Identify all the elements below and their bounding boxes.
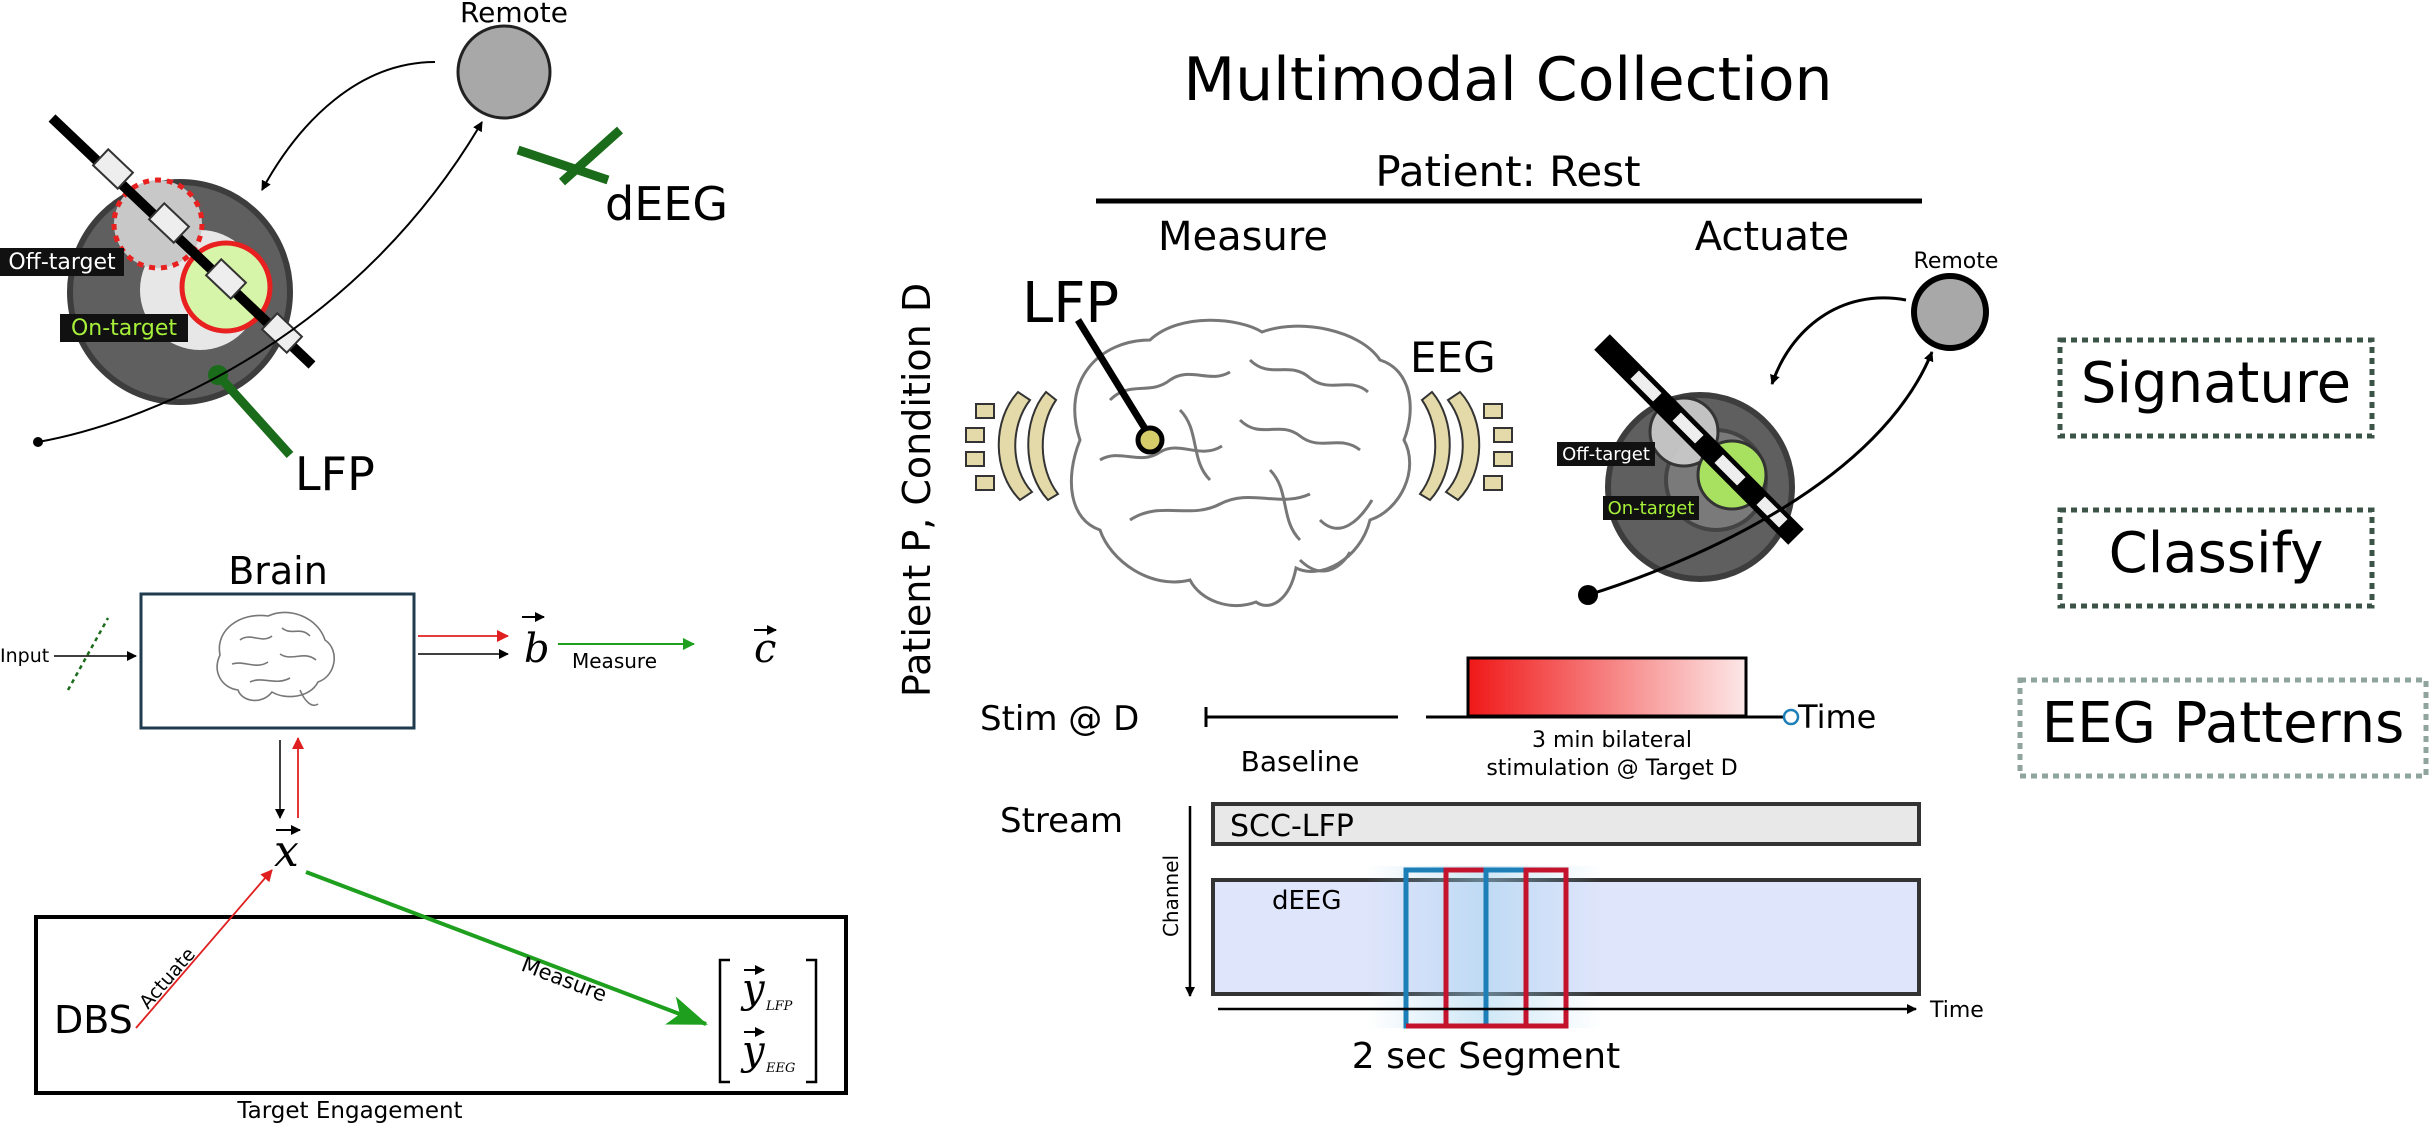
- mm-on-target-label: On-target: [1608, 498, 1695, 519]
- y-eeg-symbol: y: [740, 1028, 766, 1074]
- lead-contact: [204, 257, 248, 301]
- deeg-label: dEEG: [605, 177, 728, 231]
- side-label: Patient P, Condition D: [895, 283, 939, 697]
- mm-return-origin: [1578, 585, 1598, 605]
- matrix-bracket-right: [806, 958, 818, 1084]
- scc-lfp-label: SCC-LFP: [1230, 809, 1354, 844]
- classify-label: Classify: [2109, 521, 2324, 586]
- deeg-stream-label: dEEG: [1272, 886, 1342, 916]
- deeg-sensor-bar: [516, 145, 610, 185]
- eeg-label-mm: EEG: [1410, 333, 1496, 382]
- time-label: Time: [1797, 698, 1876, 736]
- lead-contact: [260, 311, 304, 355]
- dbs-target-panel: Off-target On-target LFP Remote dEEG: [0, 0, 728, 501]
- actuate-contact: [1756, 496, 1788, 528]
- on-target-label: On-target: [71, 316, 177, 341]
- brain-box: [139, 592, 416, 730]
- patient-label: Patient: Rest: [1375, 147, 1640, 196]
- y-vector-matrix: y LFP y EEG: [718, 958, 818, 1084]
- input-label: Input: [0, 645, 49, 667]
- lfp-probe-tip: [1135, 425, 1165, 455]
- eeg-patterns-box: [2017, 677, 2429, 779]
- lfp-probe: [1075, 318, 1155, 442]
- eeg-sensor-left: [965, 390, 1060, 502]
- lead-contact: [91, 147, 135, 191]
- dbs-to-x-arrow: [135, 869, 273, 1029]
- lfp-label-mm: LFP: [1022, 271, 1119, 336]
- actuate-contact: [1672, 412, 1704, 444]
- multimodal-collection-panel: Multimodal Collection Patient: Rest Meas…: [895, 45, 1998, 1077]
- actuate-contact: [1630, 370, 1662, 402]
- matrix-bracket-left: [718, 958, 730, 1084]
- classify-box: [2057, 507, 2375, 609]
- signature-label: Signature: [2081, 351, 2351, 416]
- time-axis-end: [1782, 708, 1800, 726]
- mm-off-target-tag: [1557, 442, 1655, 466]
- target-engagement-box: [34, 915, 848, 1095]
- stim-pulse-block: [1466, 656, 1748, 718]
- mm-remote-arrow: [1770, 296, 1907, 385]
- c-vector: c: [754, 626, 776, 672]
- y-eeg-subscript: EEG: [765, 1061, 795, 1076]
- brain-sketch-large: [1069, 318, 1412, 607]
- stim-desc-line2: stimulation @ Target D: [1486, 756, 1737, 781]
- lfp-wire: [214, 371, 294, 459]
- mm-on-target-tag: [1603, 496, 1699, 520]
- lfp-label: LFP: [295, 447, 375, 501]
- actuate-target: Off-target On-target Remote: [1557, 249, 1998, 605]
- segment-label: 2 sec Segment: [1352, 1036, 1621, 1077]
- deeg-sensor-stem: [558, 126, 624, 186]
- dbs-label: DBS: [54, 998, 133, 1042]
- stim-label: Stim @ D: [980, 699, 1139, 739]
- output-boxes: Signature Classify EEG Patterns: [2017, 337, 2429, 779]
- brain-sketch-small: [216, 611, 335, 706]
- actuate-contact: [1714, 454, 1746, 486]
- mm-remote-device: [1911, 273, 1989, 351]
- remote-device: [456, 24, 552, 120]
- baseline-label: Baseline: [1241, 745, 1360, 778]
- scc-lfp-bar: [1211, 802, 1921, 846]
- return-path-arrow: [37, 121, 483, 443]
- measure-header: Measure: [1158, 214, 1328, 260]
- stim-desc-line1: 3 min bilateral: [1532, 728, 1692, 753]
- remote-label: Remote: [460, 0, 568, 29]
- actuate-header: Actuate: [1695, 214, 1850, 260]
- off-target-label: Off-target: [8, 250, 116, 275]
- mm-return-arrow: [1587, 351, 1934, 597]
- stream-label: Stream: [1000, 801, 1123, 841]
- on-target-tag: [60, 314, 188, 342]
- y-lfp-symbol: y: [740, 966, 766, 1012]
- eeg-patterns-label: EEG Patterns: [2042, 691, 2405, 756]
- mm-off-target-label: Off-target: [1562, 444, 1650, 465]
- y-lfp-subscript: LFP: [765, 999, 793, 1014]
- input-noise: [66, 617, 110, 691]
- x-vector: x: [274, 826, 299, 877]
- measure-label-top: Measure: [572, 649, 657, 673]
- target-engagement-label: Target Engagement: [236, 1098, 462, 1124]
- mm-remote-label: Remote: [1914, 249, 1999, 274]
- b-vector: b: [524, 626, 550, 672]
- lead-contact: [147, 201, 191, 245]
- off-target-tag: [0, 248, 124, 276]
- remote-to-target-arrow: [261, 61, 436, 191]
- x-to-y-arrow: [305, 870, 708, 1026]
- eeg-sensor-right: [1418, 390, 1513, 502]
- return-path-origin: [33, 437, 43, 447]
- signature-box: [2057, 337, 2375, 439]
- control-block-diagram: Brain Input b Measure c x Target Engagem…: [0, 549, 848, 1124]
- axis-time-label: Time: [1929, 998, 1984, 1023]
- channel-label: Channel: [1159, 855, 1183, 937]
- brain-label: Brain: [228, 549, 328, 593]
- multimodal-title: Multimodal Collection: [1183, 45, 1832, 115]
